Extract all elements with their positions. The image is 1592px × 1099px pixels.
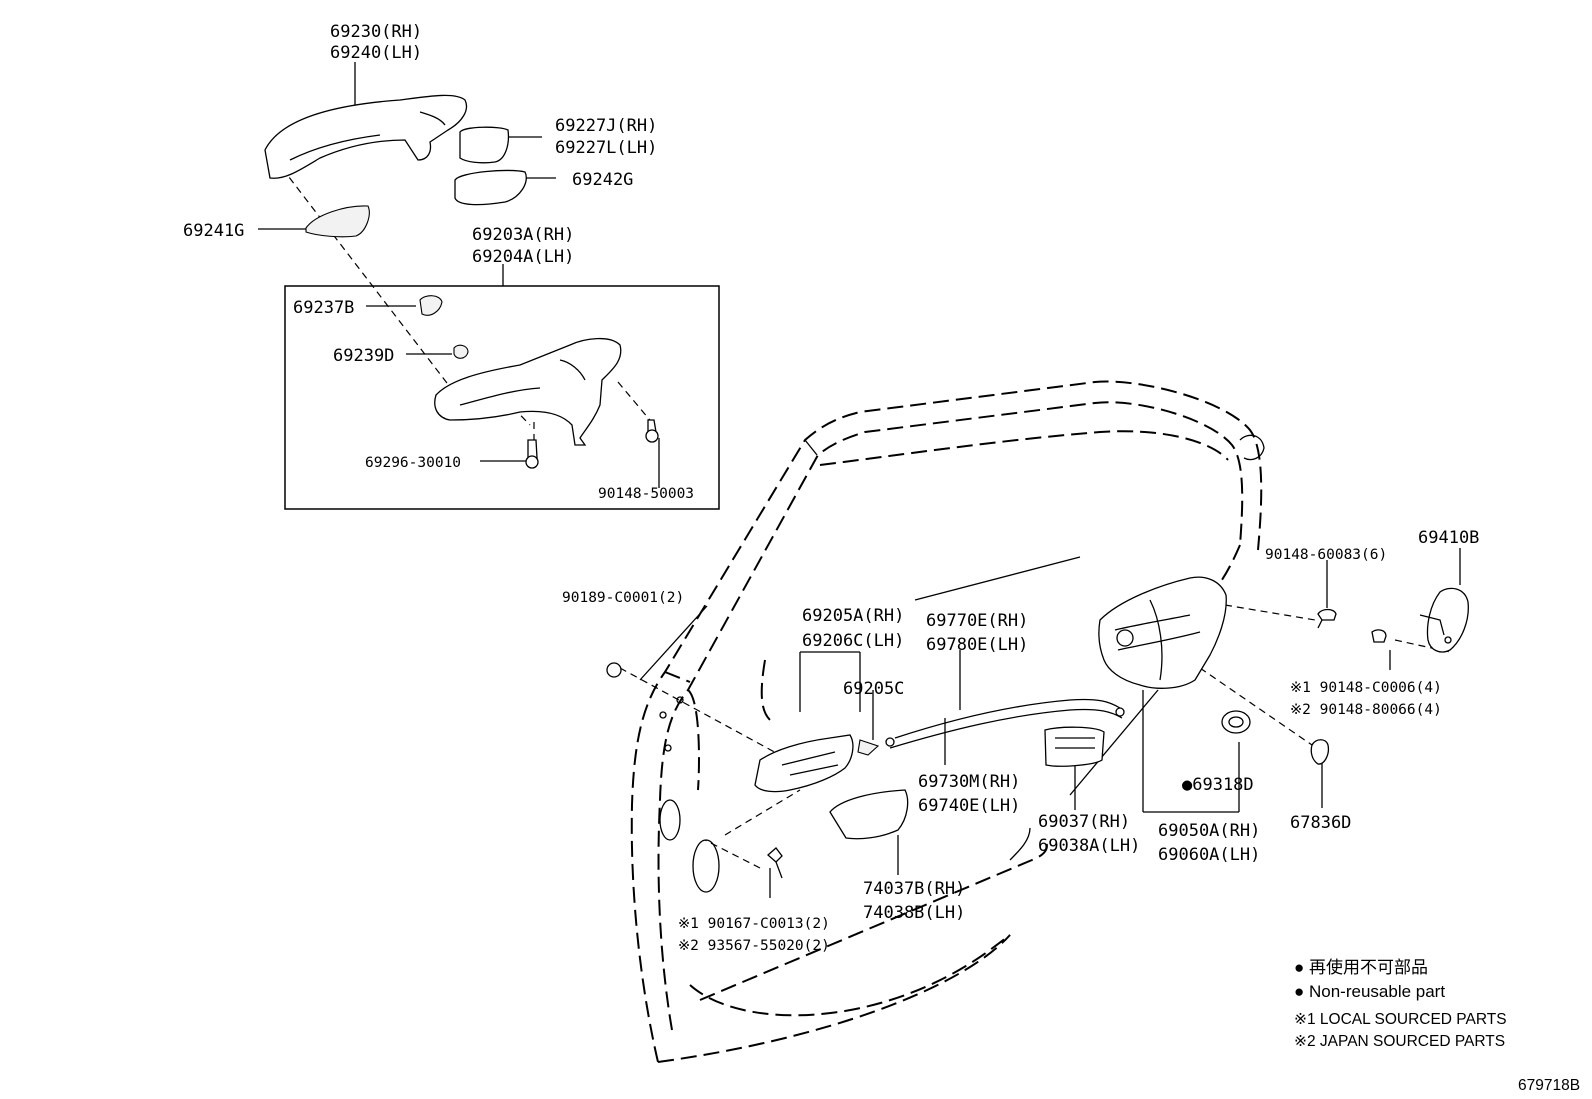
- lock-assembly: [885, 576, 1469, 767]
- label-69242G: 69242G: [572, 170, 633, 190]
- label-69203A: 69203A(RH): [472, 225, 574, 245]
- part-labels: 69230(RH) 69240(LH) 69227J(RH) 69227L(LH…: [183, 22, 1479, 954]
- legend-nonreusable-en: ● Non-reusable part: [1294, 982, 1445, 1001]
- label-69730M: 69730M(RH): [918, 772, 1020, 792]
- label-74038B: 74038B(LH): [863, 903, 965, 923]
- label-69770E: 69770E(RH): [926, 611, 1028, 631]
- label-69227L: 69227L(LH): [555, 138, 657, 158]
- inside-handle-assembly: [606, 662, 909, 879]
- legend-local-sourced: ※1 LOCAL SOURCED PARTS: [1294, 1011, 1507, 1028]
- label-69205A: 69205A(RH): [802, 606, 904, 626]
- label-69318D: ●69318D: [1182, 775, 1254, 795]
- label-90189-C0001: 90189-C0001(2): [562, 590, 684, 606]
- label-69050A: 69050A(RH): [1158, 821, 1260, 841]
- label-69204A: 69204A(LH): [472, 247, 574, 267]
- label-69060A: 69060A(LH): [1158, 845, 1260, 865]
- label-90148-50003: 90148-50003: [598, 486, 694, 502]
- label-69240: 69240(LH): [330, 43, 422, 63]
- label-69780E: 69780E(LH): [926, 635, 1028, 655]
- label-69205C: 69205C: [843, 679, 904, 699]
- label-69230: 69230(RH): [330, 22, 422, 42]
- outside-handle-assembly: [264, 94, 659, 469]
- label-69227J: 69227J(RH): [555, 116, 657, 136]
- label-69239D: 69239D: [333, 346, 394, 366]
- legend-japan-sourced: ※2 JAPAN SOURCED PARTS: [1294, 1033, 1505, 1050]
- label-69410B: 69410B: [1418, 528, 1479, 548]
- label-69206C: 69206C(LH): [802, 631, 904, 651]
- legend: ● 再使用不可部品 ● Non-reusable part ※1 LOCAL S…: [1294, 957, 1507, 1050]
- label-69037: 69037(RH): [1038, 812, 1130, 832]
- label-74037B: 74037B(RH): [863, 879, 965, 899]
- label-69296-30010: 69296-30010: [365, 455, 461, 471]
- label-90148-80066: ※2 90148-80066(4): [1290, 702, 1442, 718]
- label-90148-C0006: ※1 90148-C0006(4): [1290, 680, 1442, 696]
- label-67836D: 67836D: [1290, 813, 1351, 833]
- label-69038A: 69038A(LH): [1038, 836, 1140, 856]
- label-90148-60083: 90148-60083(6): [1265, 547, 1387, 563]
- legend-nonreusable-jp: ● 再使用不可部品: [1294, 957, 1428, 977]
- label-90167-C0013: ※1 90167-C0013(2): [678, 916, 830, 932]
- label-69237B: 69237B: [293, 298, 354, 318]
- diagram-code: 679718B: [1518, 1077, 1580, 1094]
- leader-lines: [258, 62, 1461, 898]
- label-69241G: 69241G: [183, 221, 244, 241]
- label-69740E: 69740E(LH): [918, 796, 1020, 816]
- label-93567-55020: ※2 93567-55020(2): [678, 938, 830, 954]
